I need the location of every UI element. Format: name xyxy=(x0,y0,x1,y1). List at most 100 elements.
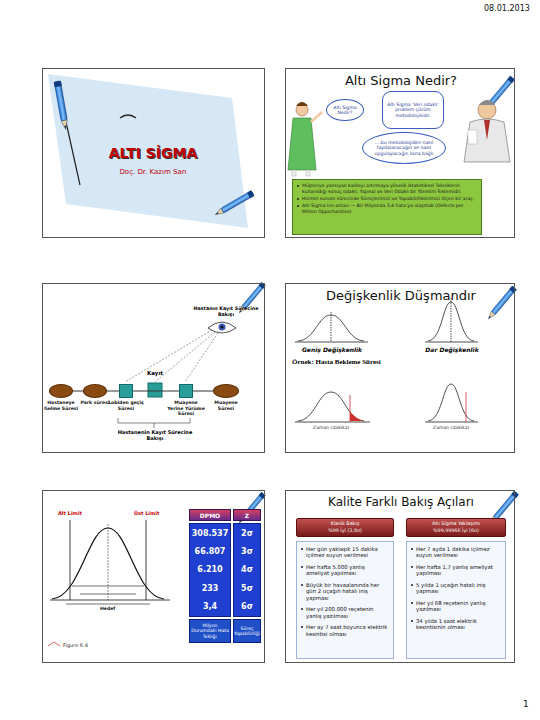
process-square xyxy=(148,383,162,397)
process-oval: Muayene Süresi xyxy=(213,384,239,398)
slide-frame: Altı Sigma Nedir? Altı Sigma Nedir? Altı S… xyxy=(285,68,515,238)
text-block: Büyük bir havaalanında her gün 2 uçağın … xyxy=(301,582,389,601)
limit-line xyxy=(466,392,467,422)
process-oval: Hastaneye Gelme Süresi xyxy=(49,384,73,398)
bullet-list: Her 7 ayda 1 dakika içilmez suyun verilm… xyxy=(406,541,506,659)
text-block: Kayıt xyxy=(147,370,163,376)
sight-line xyxy=(125,330,218,382)
text-block: 6σ xyxy=(241,602,253,611)
slide-backdrop xyxy=(48,74,248,228)
text-block: Her 7 ayda 1 dakika içilmez suyun verilm… xyxy=(411,546,501,559)
text-block: 5σ xyxy=(241,584,253,593)
column-header: Altı Sigma Yaklaşımı%99,99966 İyi (6σ) xyxy=(406,518,506,537)
defect-area xyxy=(350,412,364,421)
text-block: 5 yılda 1 uçağın hatalı iniş yapması xyxy=(411,582,501,595)
process-connector xyxy=(107,391,119,392)
text-block: 4σ xyxy=(241,565,253,574)
text-block: Muayene Yerine Yürüme Süresi xyxy=(166,400,206,417)
table-column: 2σ 3σ 4σ 5σ 6σ xyxy=(233,523,261,617)
ink-stroke xyxy=(120,115,136,118)
pen-decoration xyxy=(54,76,519,526)
text-block: %99,99966 İyi (6σ) xyxy=(433,528,479,534)
page-label: Zaman (dakika) xyxy=(313,425,349,430)
text-block: Altı Sigma Yaklaşımı xyxy=(432,521,480,527)
speech-bubble: Altı Sigma 'Veri odaklı' problem çözüm m… xyxy=(382,91,444,129)
text-block: Z xyxy=(245,512,249,519)
process-oval: Park süresi xyxy=(83,384,107,398)
text-block: 6.210 xyxy=(197,565,222,574)
text-block: Doç. Dr. Kazım Sarı xyxy=(91,168,215,176)
text-block: Klasik Bakış xyxy=(331,521,359,527)
text-block: Geniş Değişkenlik xyxy=(292,347,372,354)
text-block: Örnek: Hasta Bekleme Süresi xyxy=(292,358,381,366)
bullet-box: Müşteriye yansıyan kaliteyi artırmaya yö… xyxy=(292,179,482,235)
table-footer: Süreç Yapabilirliği xyxy=(233,619,261,643)
text-block: Milyon Durumdaki Hata Sıklığı xyxy=(191,623,229,640)
text-block: Müşteriye yansıyan kaliteyi artırmaya yö… xyxy=(297,183,477,194)
figure-mark xyxy=(48,642,60,646)
process-square: Lobiden geçiş Süresi xyxy=(119,384,133,398)
slide-frame: ALTI SİGMA Doç. Dr. Kazım Sarı xyxy=(42,68,265,238)
page-label: Zaman (dakika) xyxy=(433,425,469,430)
table-column: 308.537 66.807 6.210 233 3,4 xyxy=(189,523,231,617)
table-header: Z xyxy=(233,509,261,521)
text-block: Her hafta 1,7 yanlış ameliyat yapılması xyxy=(411,564,501,577)
limit-line xyxy=(350,395,351,422)
page-label: Hedef xyxy=(100,606,115,611)
speech-bubble: ….bu metodolojiden nasıl faydalanacağın … xyxy=(362,132,446,164)
eye-symbol xyxy=(208,322,236,333)
page-label: 08.01.2013 xyxy=(484,5,530,14)
text-block: Hastaneye Gelme Süresi xyxy=(41,400,81,411)
text-block: Lobiden geçiş Süresi xyxy=(106,400,146,411)
text-block: 66.807 xyxy=(195,547,226,556)
text-block: 308.537 xyxy=(192,529,228,538)
text-block: Kalite Farklı Bakış Açıları xyxy=(306,496,496,510)
text-block: Altı Sigma’nın amacı — Bir Milyonda 3,4 … xyxy=(297,203,477,214)
slide-frame: Kalite Farklı Bakış AçılarıKlasik Bakış%… xyxy=(285,490,515,663)
text-block: Değişkenlik Düşmandır xyxy=(316,289,486,304)
column-header: Klasik Bakış%99 İyi (3,8σ) xyxy=(296,518,394,537)
text-block: Hizmet sunum sürecinde Süreçlerimizi ve … xyxy=(297,196,477,202)
text-block: 3,4 xyxy=(203,602,217,611)
text-block: 34 yılda 1 saat elektrik kesintisinin ol… xyxy=(411,618,501,631)
page-label: 1 xyxy=(523,700,529,710)
process-connector xyxy=(133,391,179,392)
speech-bubble: Altı Sigma Nedir? xyxy=(326,99,364,121)
text-block: 233 xyxy=(202,584,219,593)
bullet-list: Her gün yaklaşık 15 dakika içilmez suyun… xyxy=(296,541,394,659)
bracket xyxy=(118,418,190,428)
text-block: %99 İyi (3,8σ) xyxy=(328,528,362,534)
text-block: Altı Sigma 'Veri odaklı' problem çözüm m… xyxy=(387,102,439,119)
doctor-figure xyxy=(464,100,510,162)
text-block: Dar Değişkenlik xyxy=(412,347,492,354)
page-label: Üst Limit xyxy=(134,511,159,517)
text-block: Hastanın Kayıt Sürecine Bakışı xyxy=(193,306,259,317)
table-footer: Milyon Durumdaki Hata Sıklığı xyxy=(189,619,231,643)
slide-frame: Hastanın Kayıt Sürecine BakışıKayıtHasta… xyxy=(42,283,265,453)
text-block: Altı Sigma Nedir? xyxy=(331,105,359,116)
text-block: 3σ xyxy=(241,547,253,556)
text-block: Figure 6.4 xyxy=(63,643,88,649)
text-block: Her ay 7 saat boyunca elektrik kesintisi… xyxy=(301,624,389,637)
text-block: DPMO xyxy=(200,512,220,519)
text-block: Altı Sigma Nedir? xyxy=(326,74,476,89)
nurse-figure xyxy=(288,102,322,176)
page-label: Alt Limit xyxy=(58,511,82,517)
table-header: DPMO xyxy=(189,509,231,521)
text-block: Muayene Süresi xyxy=(206,400,246,411)
process-connector xyxy=(193,391,213,392)
text-block: Her hafta 5.000 yanlış ameliyat yapılmas… xyxy=(301,564,389,577)
text-block: Her yıl 200.000 reçetenin yanlış yazılma… xyxy=(301,606,389,619)
process-connector xyxy=(73,391,83,392)
text-block: ALTI SİGMA xyxy=(91,145,215,161)
text-block: Süreç Yapabilirliği xyxy=(234,626,260,637)
process-square: Muayene Yerine Yürüme Süresi xyxy=(179,384,193,398)
text-block: 2σ xyxy=(241,529,253,538)
text-block: Hastanenin Kayıt Sürecine Bakışı xyxy=(113,430,197,442)
text-block: Her yıl 68 reçetenin yanlış yazılması xyxy=(411,600,501,613)
text-block: Her gün yaklaşık 15 dakika içilmez suyun… xyxy=(301,546,389,559)
text-block: ….bu metodolojiden nasıl faydalanacağın … xyxy=(367,140,441,157)
normal-curve xyxy=(50,520,170,604)
